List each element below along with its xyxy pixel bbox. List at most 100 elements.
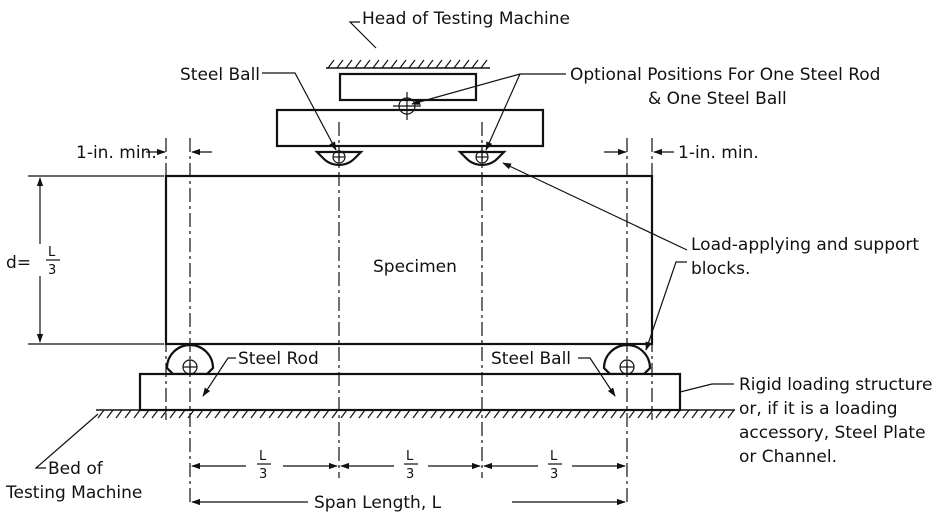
- hatch-mark: [601, 409, 609, 419]
- third-2-den: 3: [406, 467, 414, 482]
- hatch-mark: [457, 409, 465, 419]
- hatch-mark: [538, 409, 546, 419]
- hatch-mark: [646, 409, 654, 419]
- hatch-mark: [403, 409, 411, 419]
- hatch-mark: [241, 409, 249, 419]
- min-right-label: 1-in. min.: [678, 143, 759, 163]
- hatch-mark: [462, 59, 470, 69]
- hatch-mark: [471, 59, 479, 69]
- load-blocks-label-line1: Load-applying and support: [691, 235, 919, 255]
- depth-frac-num: L: [48, 245, 56, 260]
- hatch-mark: [700, 409, 708, 419]
- hatch-mark: [520, 409, 528, 419]
- hatch-mark: [277, 409, 285, 419]
- hatch-mark: [547, 409, 555, 419]
- bed-label-line2: Testing Machine: [5, 483, 142, 503]
- hatch-mark: [354, 59, 362, 69]
- hatch-mark: [169, 409, 177, 419]
- hatch-mark: [295, 409, 303, 419]
- hatch-mark: [322, 409, 330, 419]
- min-left-label: 1-in. min.: [76, 143, 157, 163]
- hatch-mark: [727, 409, 735, 419]
- hatch-mark: [709, 409, 717, 419]
- load-blocks-label-line2: blocks.: [691, 259, 750, 279]
- depth-frac-den: 3: [48, 263, 56, 278]
- hatch-mark: [682, 409, 690, 419]
- optional-position-marker: [393, 92, 421, 120]
- head-label: Head of Testing Machine: [362, 9, 570, 29]
- rigid-label-line1: Rigid loading structure: [739, 375, 932, 395]
- hatch-mark: [178, 409, 186, 419]
- hatch-mark: [529, 409, 537, 419]
- hatch-mark: [196, 409, 204, 419]
- third-span-dimension-2: L 3: [340, 449, 481, 482]
- hatch-mark: [205, 409, 213, 419]
- hatch-mark: [435, 59, 443, 69]
- rigid-label-line4: or Channel.: [739, 447, 837, 467]
- hatch-mark: [327, 59, 335, 69]
- hatch-mark: [160, 409, 168, 419]
- hatch-mark: [412, 409, 420, 419]
- rigid-leader: [679, 383, 734, 393]
- hatch-mark: [655, 409, 663, 419]
- hatch-mark: [187, 409, 195, 419]
- steel-ball-top-leader: [262, 72, 337, 151]
- hatch-mark: [417, 59, 425, 69]
- steel-rod-label: Steel Rod: [238, 349, 319, 369]
- hatch-mark: [448, 409, 456, 419]
- specimen-beam: [164, 174, 654, 346]
- hatch-mark: [376, 409, 384, 419]
- hatch-mark: [151, 409, 159, 419]
- hatch-mark: [610, 409, 618, 419]
- rigid-label-line2: or, if it is a loading: [739, 399, 898, 419]
- hatch-mark: [484, 409, 492, 419]
- hatch-mark: [691, 409, 699, 419]
- hatch-mark: [124, 409, 132, 419]
- optional-positions-label-line2: & One Steel Ball: [648, 89, 787, 109]
- hatch-mark: [408, 59, 416, 69]
- hatch-mark: [673, 409, 681, 419]
- third-3-den: 3: [550, 467, 558, 482]
- hatch-mark: [583, 409, 591, 419]
- hatch-mark: [565, 409, 573, 419]
- hatch-mark: [358, 409, 366, 419]
- hatch-mark: [619, 409, 627, 419]
- third-1-num: L: [259, 449, 267, 464]
- steel-ball-top-label: Steel Ball: [180, 65, 260, 85]
- bed-hatching: [97, 409, 735, 419]
- hatch-mark: [394, 409, 402, 419]
- hatch-mark: [142, 409, 150, 419]
- hatch-mark: [466, 409, 474, 419]
- hatch-mark: [399, 59, 407, 69]
- hatch-mark: [664, 409, 672, 419]
- head-leader: [348, 21, 377, 49]
- hatch-mark: [214, 409, 222, 419]
- third-1-den: 3: [259, 467, 267, 482]
- hatch-mark: [115, 409, 123, 419]
- hatch-mark: [286, 409, 294, 419]
- lower-support-block-right: [602, 343, 652, 376]
- hatch-mark: [367, 409, 375, 419]
- optional-leader-to-center: [411, 73, 521, 105]
- depth-label-prefix: d=: [6, 253, 31, 273]
- hatch-mark: [502, 409, 510, 419]
- upper-block: [338, 72, 478, 102]
- hatch-mark: [628, 409, 636, 419]
- hatch-mark: [349, 409, 357, 419]
- hatch-mark: [556, 409, 564, 419]
- specimen-label: Specimen: [373, 257, 457, 277]
- hatch-mark: [426, 59, 434, 69]
- hatch-mark: [232, 409, 240, 419]
- third-3-num: L: [550, 449, 558, 464]
- hatch-mark: [480, 59, 488, 69]
- hatch-mark: [385, 409, 393, 419]
- bed-label-line1: Bed of: [48, 459, 104, 479]
- steel-ball-bottom-label: Steel Ball: [491, 349, 571, 369]
- optional-leader-to-right-ball: [485, 73, 521, 151]
- hatch-mark: [574, 409, 582, 419]
- hatch-mark: [475, 409, 483, 419]
- hatch-mark: [97, 409, 105, 419]
- optional-positions-label-line1: Optional Positions For One Steel Rod: [570, 65, 880, 85]
- span-length-label: Span Length, L: [314, 493, 442, 513]
- hatch-mark: [336, 59, 344, 69]
